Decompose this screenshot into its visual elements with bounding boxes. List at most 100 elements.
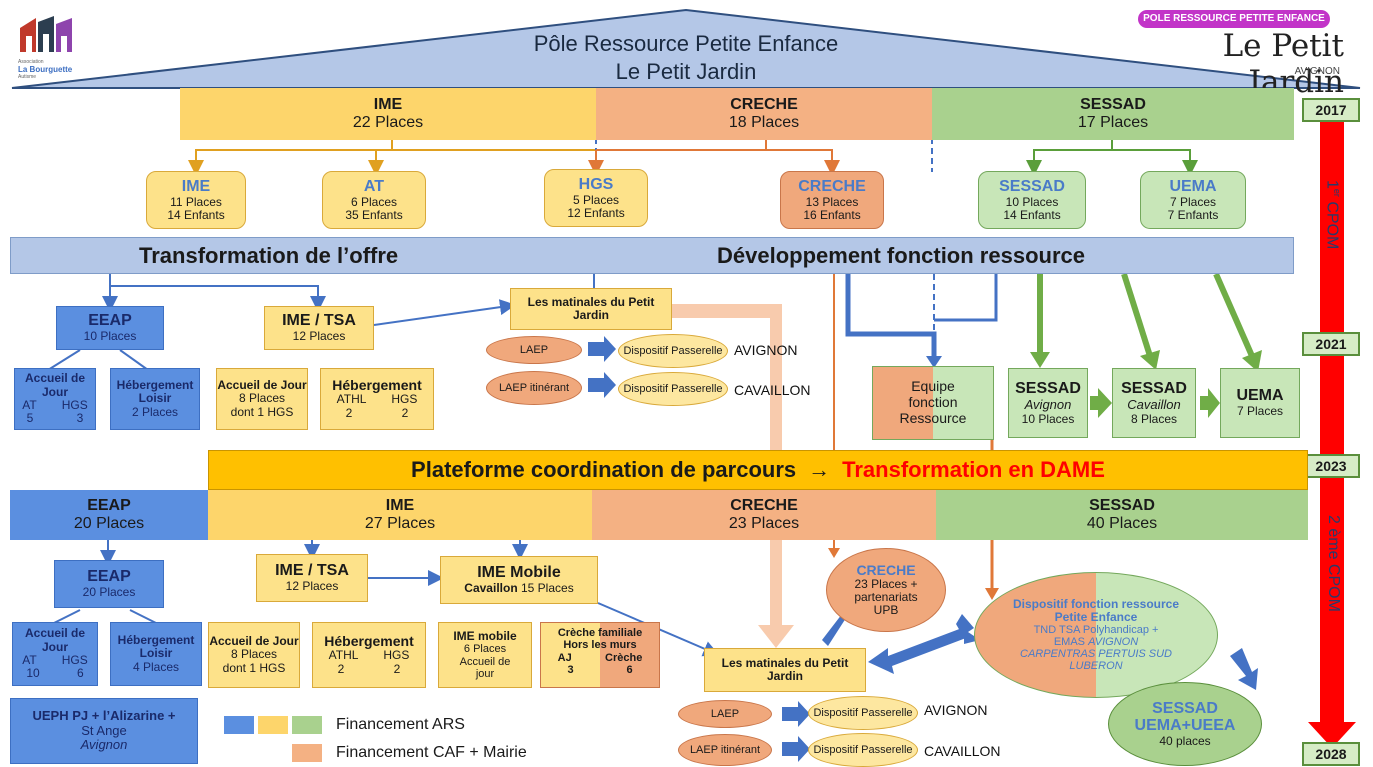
dispositif-mid-2: Dispositif Passerelle bbox=[618, 372, 728, 406]
legend-swatch-orange bbox=[292, 744, 322, 762]
dispositif-fr-l3: CARPENTRAS PERTUIS SUD LUBERON bbox=[1020, 648, 1172, 673]
logo: Association La Bourguette Autisme bbox=[18, 14, 82, 80]
ime-mobile-title: IME Mobile bbox=[477, 564, 561, 582]
brand-city: AVIGNON bbox=[1294, 66, 1340, 77]
band-eeap-2023: EEAP 20 Places bbox=[10, 490, 208, 540]
platform-band: Plateforme coordination de parcours → Tr… bbox=[208, 450, 1308, 490]
box-hebergement-mid: Hébergement ATHL HGS 2 2 bbox=[320, 368, 434, 430]
uema-mid-title: UEMA bbox=[1236, 387, 1284, 405]
cpom-first-num: 1 bbox=[1323, 180, 1341, 189]
heb-mid-vals: 2 2 bbox=[345, 405, 409, 420]
platform-arrow: → bbox=[808, 457, 831, 482]
creche-ell-l2: partenariats bbox=[854, 590, 918, 605]
sessad-avignon-places: 10 Places bbox=[1021, 411, 1075, 426]
year-2021: 2021 bbox=[1302, 332, 1360, 356]
eeap-low-places: 20 Places bbox=[82, 585, 136, 600]
sessad-cavaillon-city: Cavaillon bbox=[1127, 396, 1181, 412]
band-creche-places: 18 Places bbox=[728, 114, 800, 131]
box-creche-l1: 13 Places bbox=[805, 194, 859, 209]
dispositif-mid-1-label: Dispositif Passerelle bbox=[623, 344, 723, 357]
cpom-first-sup: er bbox=[1332, 188, 1342, 197]
box-at-2017: AT 6 Places 35 Enfants bbox=[322, 171, 426, 229]
sessad-avignon-title: SESSAD bbox=[1015, 380, 1081, 398]
sessad-final-sub: UEMA+UEEA bbox=[1134, 717, 1236, 735]
creche-ell-title: CRECHE bbox=[856, 561, 916, 578]
roof-title-line2: Le Petit Jardin bbox=[615, 59, 757, 84]
box-sessad-l1: 10 Places bbox=[1005, 194, 1059, 209]
logo-text2: La Bourguette bbox=[18, 65, 73, 74]
box-at-l1: 6 Places bbox=[350, 194, 398, 209]
box-accueil-jour-mid: Accueil de Jour AT HGS 5 3 bbox=[14, 368, 96, 430]
ime-mobile-small-l2: Accueil de jour bbox=[459, 655, 511, 680]
aj-ime-low-l1: 8 Places bbox=[230, 647, 278, 662]
legend-ars: Financement ARS bbox=[336, 716, 465, 733]
ellipse-creche-2028: CRECHE 23 Places + partenariats UPB bbox=[826, 548, 946, 632]
creche-fam-cr: Crèche bbox=[605, 651, 643, 664]
box-eeap-low: EEAP 20 Places bbox=[54, 560, 164, 608]
ueph-l2: St Ange bbox=[81, 722, 127, 738]
band-ime-2023: IME 27 Places bbox=[208, 490, 592, 540]
transform-left: Transformation de l’offre bbox=[139, 243, 399, 268]
box-aj-ime-low: Accueil de Jour 8 Places dont 1 HGS bbox=[208, 622, 300, 688]
legend-swatch-yellow bbox=[258, 716, 288, 734]
ueph-l1: UEPH PJ + l’Alizarine + bbox=[32, 708, 176, 724]
logo-text3: Autisme bbox=[18, 74, 37, 80]
band-ime-2017: IME 22 Places bbox=[180, 88, 596, 140]
bband-eeap-title: EEAP bbox=[87, 497, 131, 514]
box-uema-l1: 7 Places bbox=[1169, 194, 1217, 209]
box-matinales-mid: Les matinales du Petit Jardin bbox=[510, 288, 672, 330]
aj-low-title: Accueil de Jour bbox=[24, 626, 86, 654]
house-logo-icon bbox=[20, 16, 72, 52]
year-2023: 2023 bbox=[1302, 454, 1360, 478]
box-ime-tsa-low: IME / TSA 12 Places bbox=[256, 554, 368, 602]
box-ueph: UEPH PJ + l’Alizarine + St Ange Avignon bbox=[10, 698, 198, 764]
ellipse-dispositif-ressource: Dispositif fonction ressource Petite Enf… bbox=[974, 572, 1218, 698]
dispositif-mid-2-label: Dispositif Passerelle bbox=[623, 382, 723, 395]
laep-low: LAEP bbox=[678, 700, 772, 728]
box-creche-l2: 16 Enfants bbox=[803, 207, 861, 222]
box-at-title: AT bbox=[363, 177, 385, 195]
laep-itin-mid-label: LAEP itinérant bbox=[498, 381, 570, 394]
legend-swatch-green bbox=[292, 716, 322, 734]
box-heb-loisir-low: Hébergement Loisir 4 Places bbox=[110, 622, 202, 686]
aj-mid-cols: AT HGS bbox=[22, 398, 88, 412]
laep-itin-low: LAEP itinérant bbox=[678, 734, 772, 766]
dispositif-low-2-label: Dispositif Passerelle bbox=[813, 743, 913, 756]
bband-ime-places: 27 Places bbox=[364, 515, 436, 532]
dispositif-low-1-label: Dispositif Passerelle bbox=[813, 706, 913, 719]
aj-ime-mid-l2: dont 1 HGS bbox=[230, 404, 294, 419]
aj-ime-mid-l1: 8 Places bbox=[238, 391, 286, 406]
bband-creche-title: CRECHE bbox=[730, 497, 798, 514]
laep-mid-label: LAEP bbox=[519, 343, 549, 356]
band-creche-title: CRECHE bbox=[730, 96, 798, 113]
city-cavaillon-low: CAVAILLON bbox=[924, 743, 1001, 759]
heb-low-cols: ATHL HGS bbox=[328, 648, 410, 663]
box-ime-l2: 14 Enfants bbox=[167, 207, 225, 222]
cpom-second-label: 2 ème CPOM bbox=[1325, 515, 1342, 612]
roof-title-line1: Pôle Ressource Petite Enfance bbox=[533, 31, 839, 56]
dispositif-mid-1: Dispositif Passerelle bbox=[618, 334, 728, 368]
ime-tsa-mid-title: IME / TSA bbox=[282, 312, 356, 330]
laep-itin-mid: LAEP itinérant bbox=[486, 371, 582, 405]
bband-eeap-places: 20 Places bbox=[73, 515, 145, 532]
box-creche-title: CRECHE bbox=[798, 177, 866, 195]
aj-low-vals: 10 6 bbox=[26, 666, 84, 681]
brand-name: Le Petit Jardin bbox=[1222, 28, 1344, 100]
creche-ell-l3: UPB bbox=[873, 603, 899, 618]
year-2017: 2017 bbox=[1302, 98, 1360, 122]
matinales-mid-title: Les matinales du Petit Jardin bbox=[527, 294, 655, 322]
legend-swatch-blue bbox=[224, 716, 254, 734]
bband-creche-places: 23 Places bbox=[728, 515, 800, 532]
box-hebergement-low: Hébergement ATHL HGS 2 2 bbox=[312, 622, 426, 688]
heb-low-vals: 2 2 bbox=[337, 661, 401, 676]
band-sessad-2023: SESSAD 40 Places bbox=[936, 490, 1308, 540]
creche-fam-v2: 6 bbox=[626, 663, 633, 676]
sessad-cavaillon-places: 8 Places bbox=[1130, 411, 1178, 426]
aj-ime-mid-title: Accueil de Jour bbox=[217, 377, 307, 392]
box-uema-mid: UEMA 7 Places bbox=[1220, 368, 1300, 438]
band-sessad-places: 17 Places bbox=[1077, 114, 1149, 131]
box-sessad-avignon: SESSAD Avignon 10 Places bbox=[1008, 368, 1088, 438]
ueph-l3: Avignon bbox=[80, 737, 128, 753]
aj-mid-vals: 5 3 bbox=[26, 411, 84, 426]
